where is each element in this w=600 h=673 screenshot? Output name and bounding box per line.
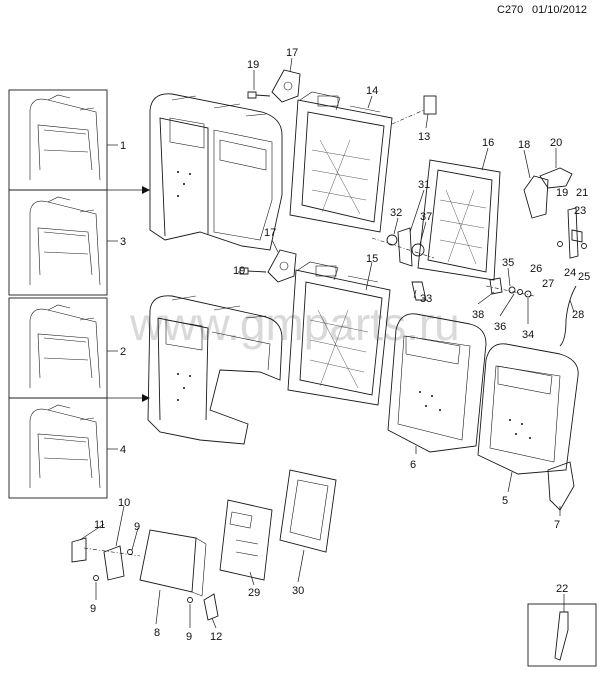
inset-panel-22 [527, 603, 597, 667]
callout-label: 24 [564, 267, 576, 279]
hinge-17-upper [271, 69, 301, 103]
callout-label: 14 [366, 85, 378, 97]
cable-28 [559, 285, 577, 347]
callout-label: 28 [572, 309, 584, 321]
callout-label: 3 [120, 236, 126, 248]
callout-label: 11 [94, 519, 105, 531]
part-18 [523, 175, 549, 219]
diagram-code: C270 [497, 4, 524, 16]
bolt-19-upper [247, 91, 271, 99]
callout-label: 1 [120, 140, 126, 152]
callout-label: 19 [247, 59, 259, 71]
callout-label: 25 [578, 271, 590, 283]
watermark-text: www.gmparts.ru [129, 298, 460, 350]
seat-cover-6 [387, 313, 487, 453]
callout-label: 15 [366, 253, 378, 265]
callout-label: 6 [410, 459, 416, 471]
inset-panel-4 [8, 397, 108, 499]
callout-label: 16 [482, 137, 494, 149]
bracket-10-11 [71, 537, 193, 603]
panel-29 [219, 499, 273, 581]
inset-panel-1 [8, 89, 108, 191]
callout-label: 26 [530, 263, 542, 275]
callout-label: 19 [233, 265, 245, 277]
inset-panel-2 [8, 297, 108, 399]
parts-31-32-37 [371, 227, 435, 267]
callout-label: 12 [210, 631, 222, 643]
callout-label: 31 [418, 179, 430, 191]
callout-label: 29 [248, 587, 260, 599]
callout-label: 27 [542, 278, 554, 290]
callout-label: 18 [518, 139, 530, 151]
lower-backrest-frame [287, 261, 391, 406]
panel-30 [279, 469, 337, 553]
callout-label: 13 [418, 131, 430, 143]
callout-label: 37 [420, 211, 432, 223]
inset-panel-3 [8, 189, 108, 296]
part-20 [539, 167, 573, 189]
callout-label: 22 [556, 583, 568, 595]
callout-label: 9 [90, 603, 96, 615]
part-7-bracket [547, 461, 575, 511]
callout-label: 38 [472, 309, 484, 321]
callout-label: 23 [574, 205, 586, 217]
latch-13 [391, 95, 437, 125]
callout-label: 19 [556, 187, 568, 199]
callout-label: 33 [420, 293, 432, 305]
callout-label: 21 [576, 187, 588, 199]
callout-label: 2 [120, 346, 126, 358]
callout-label: 35 [502, 257, 514, 269]
part-12 [203, 593, 219, 621]
parts-35-38-36-34 [485, 277, 535, 298]
callout-label: 17 [264, 227, 276, 239]
callout-label: 7 [554, 519, 560, 531]
upper-backrest-frame [289, 91, 393, 233]
armrest-8 [139, 529, 207, 597]
callout-label: 9 [186, 631, 192, 643]
callout-label: 34 [522, 329, 534, 341]
callout-label: 4 [120, 444, 126, 456]
callout-label: 36 [494, 321, 506, 333]
lower-backrest-cover [147, 295, 283, 445]
right-backrest-frame [417, 159, 501, 281]
diagram-date: 01/10/2012 [532, 4, 588, 16]
callout-label: 32 [390, 207, 402, 219]
callout-label: 9 [134, 521, 140, 533]
callout-label: 5 [502, 495, 508, 507]
callout-label: 30 [292, 585, 304, 597]
seat-cover-5 [477, 343, 579, 475]
parts-21-23-26-24-25-27 [557, 207, 587, 259]
callout-label: 10 [118, 497, 130, 509]
callout-label: 20 [550, 137, 562, 149]
hinge-17-lower [267, 249, 297, 283]
callout-label: 8 [154, 627, 160, 639]
upper-backrest-cover [149, 93, 283, 251]
callout-label: 17 [286, 47, 298, 59]
